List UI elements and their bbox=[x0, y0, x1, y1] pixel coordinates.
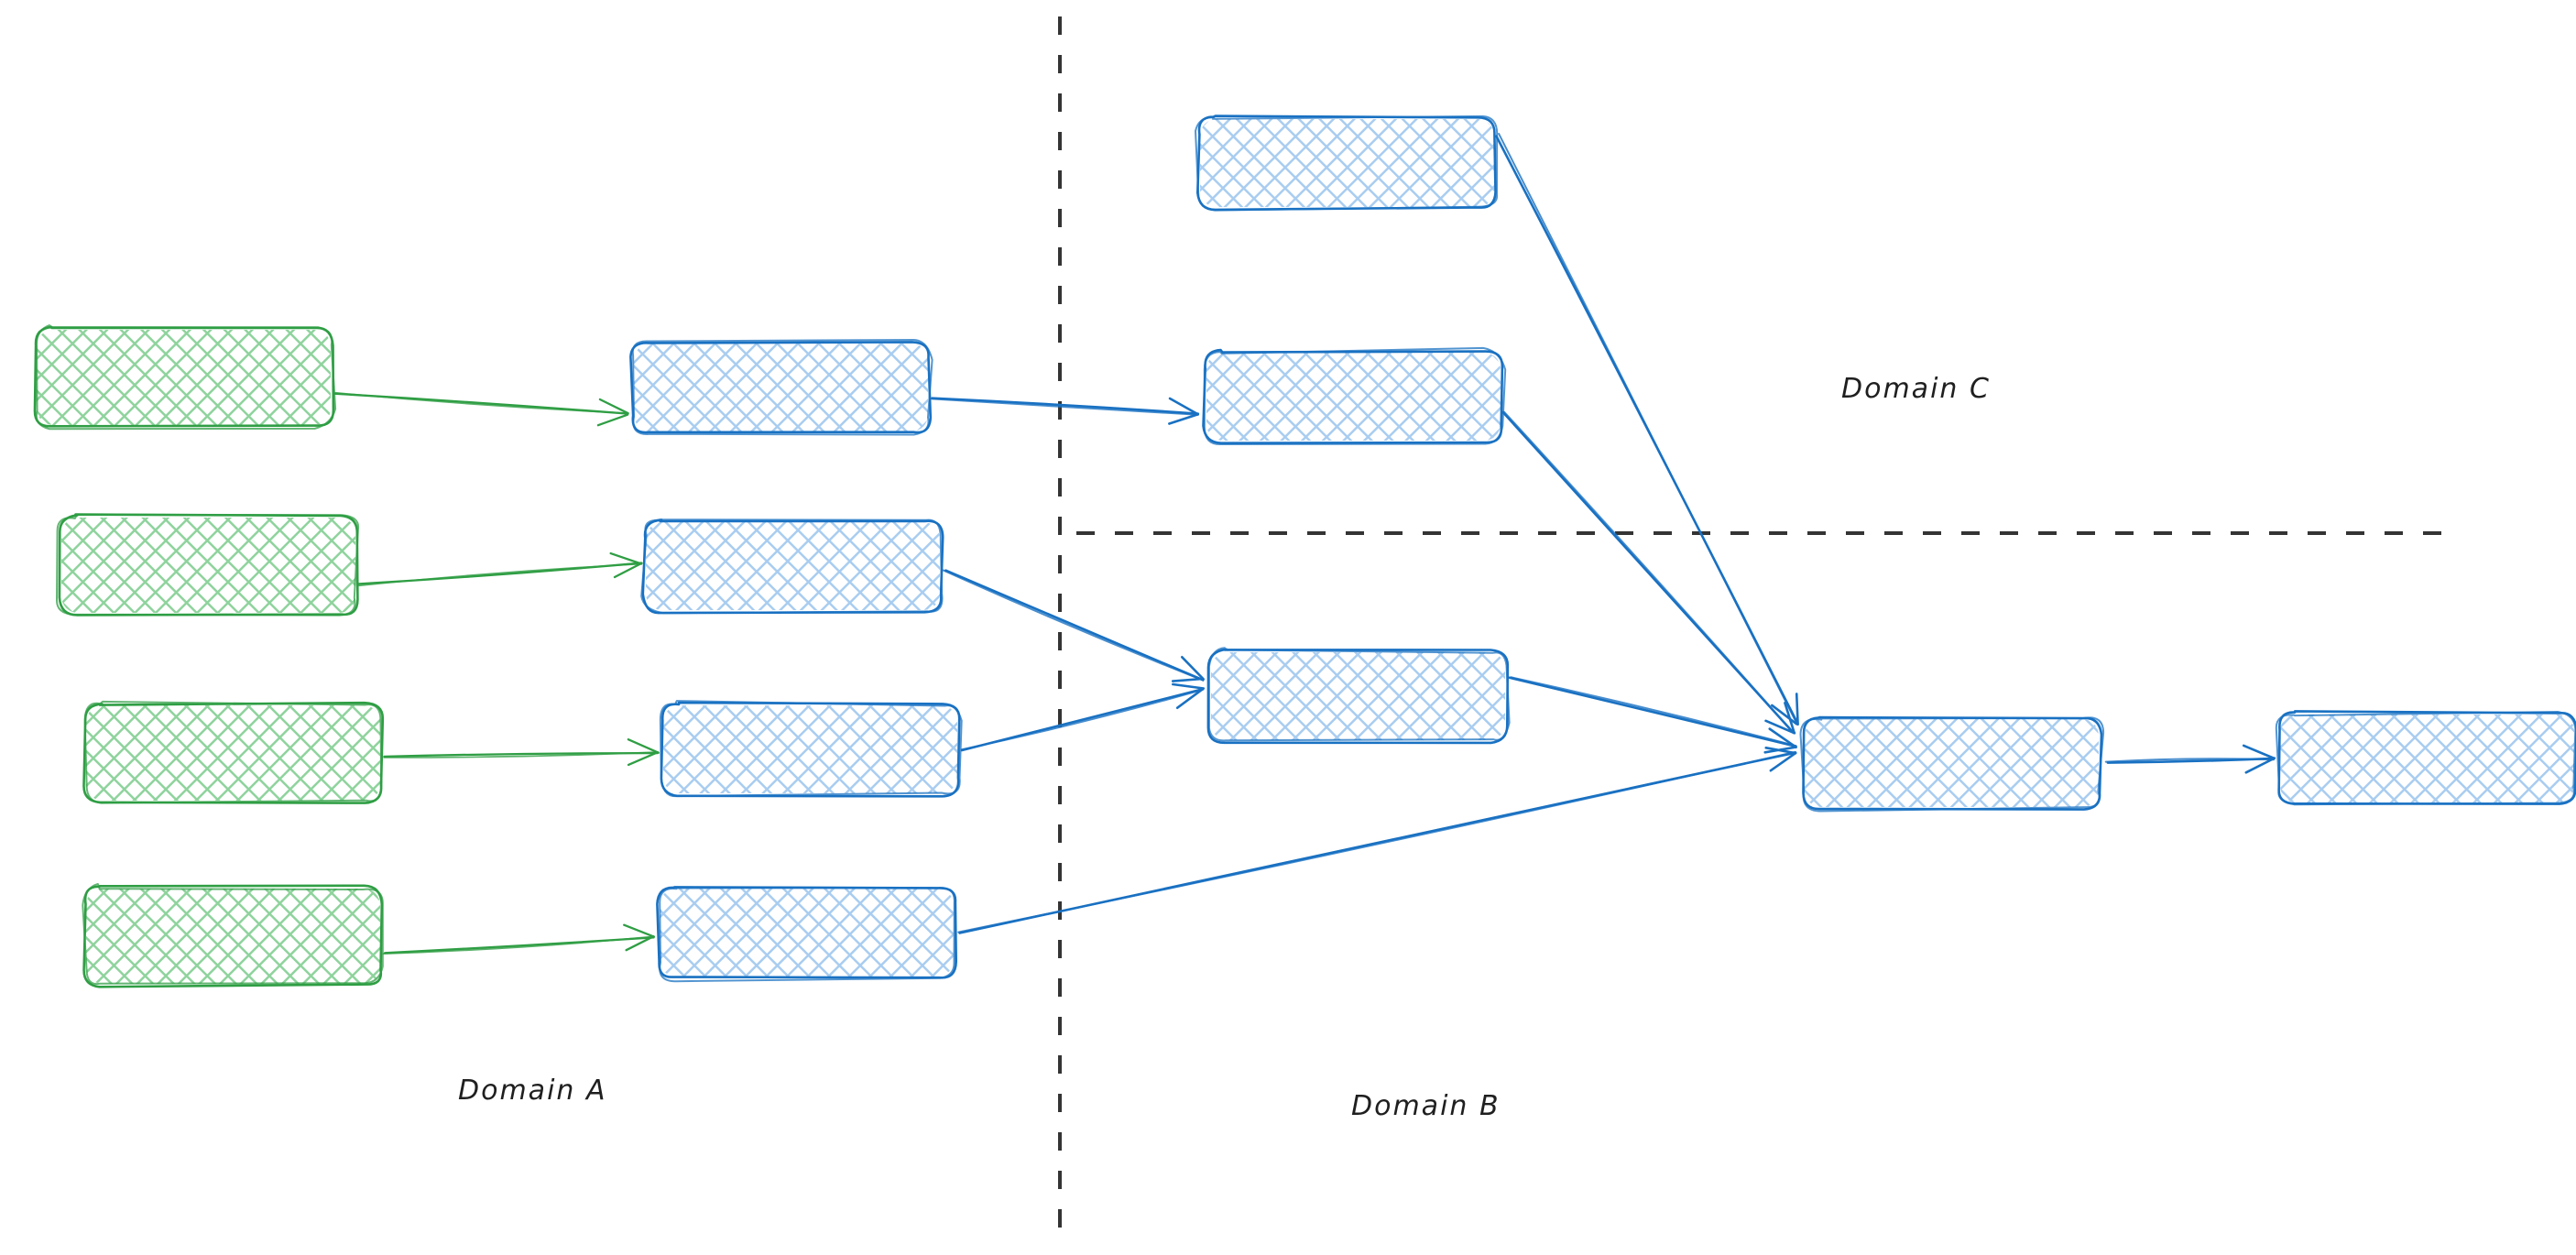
edge-shaft bbox=[1498, 133, 1798, 725]
edge-a4-b4 bbox=[382, 923, 656, 955]
node-fill bbox=[663, 705, 957, 793]
node-outline bbox=[631, 339, 933, 436]
node-fill bbox=[646, 522, 940, 610]
edge-a3-b3 bbox=[383, 738, 660, 767]
node-fill bbox=[1211, 652, 1505, 740]
edge-b4-d1 bbox=[957, 747, 1797, 934]
edge-shaft bbox=[382, 935, 655, 955]
edge-shaft bbox=[931, 398, 1199, 416]
node-a3[interactable] bbox=[82, 700, 385, 804]
arrowhead bbox=[1771, 704, 1798, 726]
edge-c3-d1 bbox=[1508, 676, 1797, 754]
arrowhead bbox=[596, 413, 629, 427]
edge-shaft bbox=[960, 688, 1205, 751]
node-outline bbox=[55, 513, 360, 617]
arrowhead bbox=[1784, 702, 1796, 734]
edge-c1-d1 bbox=[1495, 133, 1799, 726]
edge-shaft bbox=[1510, 676, 1796, 748]
arrowhead bbox=[1180, 656, 1206, 681]
edge-shaft bbox=[1508, 676, 1797, 748]
node-outline bbox=[1799, 716, 2105, 813]
node-outline bbox=[659, 886, 955, 983]
node-fill bbox=[660, 889, 954, 977]
arrowhead bbox=[627, 751, 660, 767]
arrowhead bbox=[1768, 727, 1797, 749]
edge-a1-b1 bbox=[333, 391, 629, 427]
node-b4[interactable] bbox=[656, 886, 957, 983]
node-c1[interactable] bbox=[1195, 115, 1499, 212]
node-outline bbox=[82, 701, 385, 804]
arrowhead bbox=[2244, 757, 2276, 774]
edge-shaft bbox=[2104, 758, 2276, 763]
arrowhead bbox=[1764, 719, 1796, 735]
arrowhead bbox=[598, 398, 629, 415]
edge-b2-c3 bbox=[942, 569, 1206, 682]
node-fill bbox=[86, 889, 380, 984]
arrowhead bbox=[1175, 687, 1205, 709]
edge-shaft bbox=[931, 397, 1200, 415]
node-outline bbox=[35, 324, 337, 431]
arrowhead bbox=[625, 935, 655, 952]
arrowhead bbox=[1764, 747, 1797, 755]
node-d1[interactable] bbox=[1799, 715, 2105, 813]
arrowhead bbox=[609, 551, 643, 565]
edge-shaft bbox=[957, 750, 1796, 933]
edge-c2-d1 bbox=[1501, 410, 1796, 735]
edge-b3-c3 bbox=[960, 682, 1206, 752]
node-fill bbox=[61, 518, 355, 613]
edge-shaft bbox=[383, 751, 659, 758]
node-outline bbox=[2275, 711, 2576, 806]
node-fill bbox=[634, 344, 928, 431]
node-b3[interactable] bbox=[659, 700, 963, 798]
edge-shaft bbox=[334, 391, 629, 414]
node-fill bbox=[1805, 719, 2099, 807]
edges-layer bbox=[333, 133, 2276, 955]
node-outline bbox=[640, 518, 944, 615]
node-outline bbox=[83, 700, 383, 804]
node-fill bbox=[1200, 119, 1494, 207]
node-outline bbox=[659, 700, 963, 798]
node-fill bbox=[37, 330, 331, 425]
node-outline bbox=[1203, 346, 1507, 446]
nodes-layer bbox=[33, 115, 2576, 988]
edge-d1-e1 bbox=[2104, 744, 2276, 774]
edge-shaft bbox=[356, 562, 642, 587]
node-b2[interactable] bbox=[640, 518, 944, 615]
node-outline bbox=[82, 883, 384, 986]
edge-shaft bbox=[944, 569, 1205, 682]
arrowhead bbox=[1168, 397, 1200, 416]
arrowhead bbox=[613, 562, 643, 579]
node-fill bbox=[1206, 353, 1501, 441]
arrowhead bbox=[623, 923, 656, 938]
edge-shaft bbox=[942, 569, 1205, 682]
node-fill bbox=[86, 705, 380, 801]
edge-a2-b2 bbox=[356, 551, 643, 587]
arrowhead bbox=[1171, 677, 1205, 682]
edge-shaft bbox=[1502, 410, 1795, 734]
node-outline bbox=[1207, 647, 1511, 742]
node-b1[interactable] bbox=[629, 339, 933, 436]
arrowhead bbox=[1172, 682, 1206, 690]
arrowhead bbox=[1795, 693, 1799, 726]
node-fill bbox=[2280, 715, 2574, 802]
node-c3[interactable] bbox=[1206, 647, 1511, 745]
arrowhead bbox=[1769, 751, 1797, 772]
node-a1[interactable] bbox=[33, 324, 337, 431]
label-domain-b: Domain B bbox=[1351, 1090, 1501, 1122]
edge-b1-c2 bbox=[931, 397, 1200, 425]
node-a4[interactable] bbox=[82, 883, 384, 988]
node-a2[interactable] bbox=[55, 513, 360, 617]
label-domain-c: Domain C bbox=[1841, 373, 1991, 405]
arrowhead bbox=[627, 738, 660, 754]
label-domain-a: Domain A bbox=[458, 1075, 607, 1107]
node-c2[interactable] bbox=[1202, 346, 1507, 446]
dividers-layer bbox=[1058, 16, 2455, 1246]
node-outline bbox=[1195, 115, 1499, 212]
arrowhead bbox=[2242, 744, 2276, 759]
node-e1[interactable] bbox=[2275, 710, 2576, 806]
arrowhead bbox=[1168, 413, 1199, 425]
